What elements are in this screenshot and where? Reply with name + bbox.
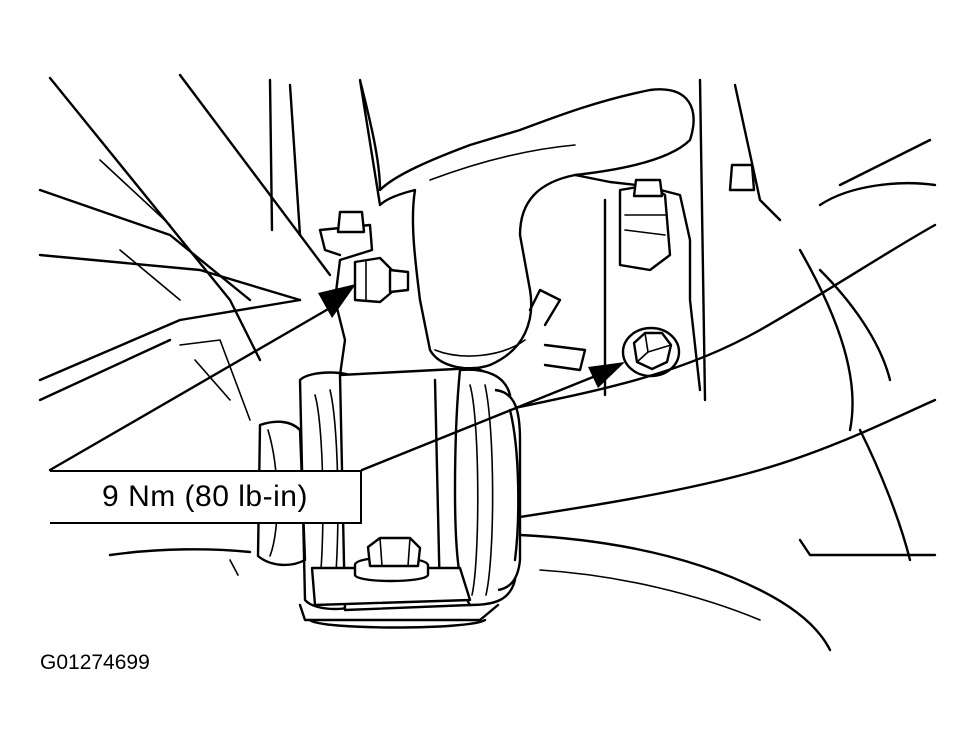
leader-lines [48, 306, 600, 472]
arrow-to-left-bolt [318, 284, 356, 318]
left-bracket [318, 210, 374, 377]
lower-left-details [108, 288, 587, 576]
right-side-bracket-bolt [621, 326, 681, 378]
arrow-to-right-bolt [588, 362, 625, 388]
bushing-bracket-bolt [353, 256, 410, 304]
torque-spec-label: 9 Nm (80 lb-in) [102, 480, 308, 513]
torque-callout: 9 Nm (80 lb-in) [50, 470, 362, 524]
upper-bracket-bolt [632, 163, 756, 198]
stabilizer-bar [498, 223, 937, 652]
frame-rail [38, 73, 332, 402]
figure-id-label: G01274699 [40, 651, 150, 674]
coolant-hose [358, 78, 695, 370]
lower-bracket [298, 536, 500, 629]
